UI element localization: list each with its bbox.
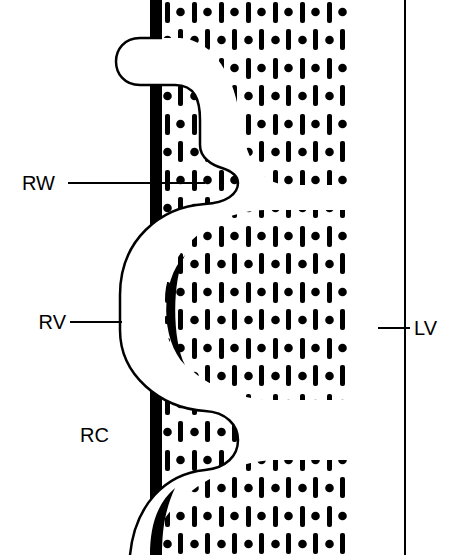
part-label: RC: [80, 423, 109, 447]
part-label: LV: [414, 316, 437, 340]
part-label: RV: [39, 310, 66, 334]
lumen: [116, 38, 350, 555]
leader-line: [70, 321, 122, 323]
lv-boundary: [404, 0, 406, 555]
trabecula-edge: [166, 255, 185, 365]
lumen-outline: [116, 38, 238, 555]
leader-line: [68, 182, 205, 184]
part-label: RW: [22, 171, 55, 195]
trabecula-edge: [150, 488, 175, 555]
leader-line: [378, 327, 410, 329]
